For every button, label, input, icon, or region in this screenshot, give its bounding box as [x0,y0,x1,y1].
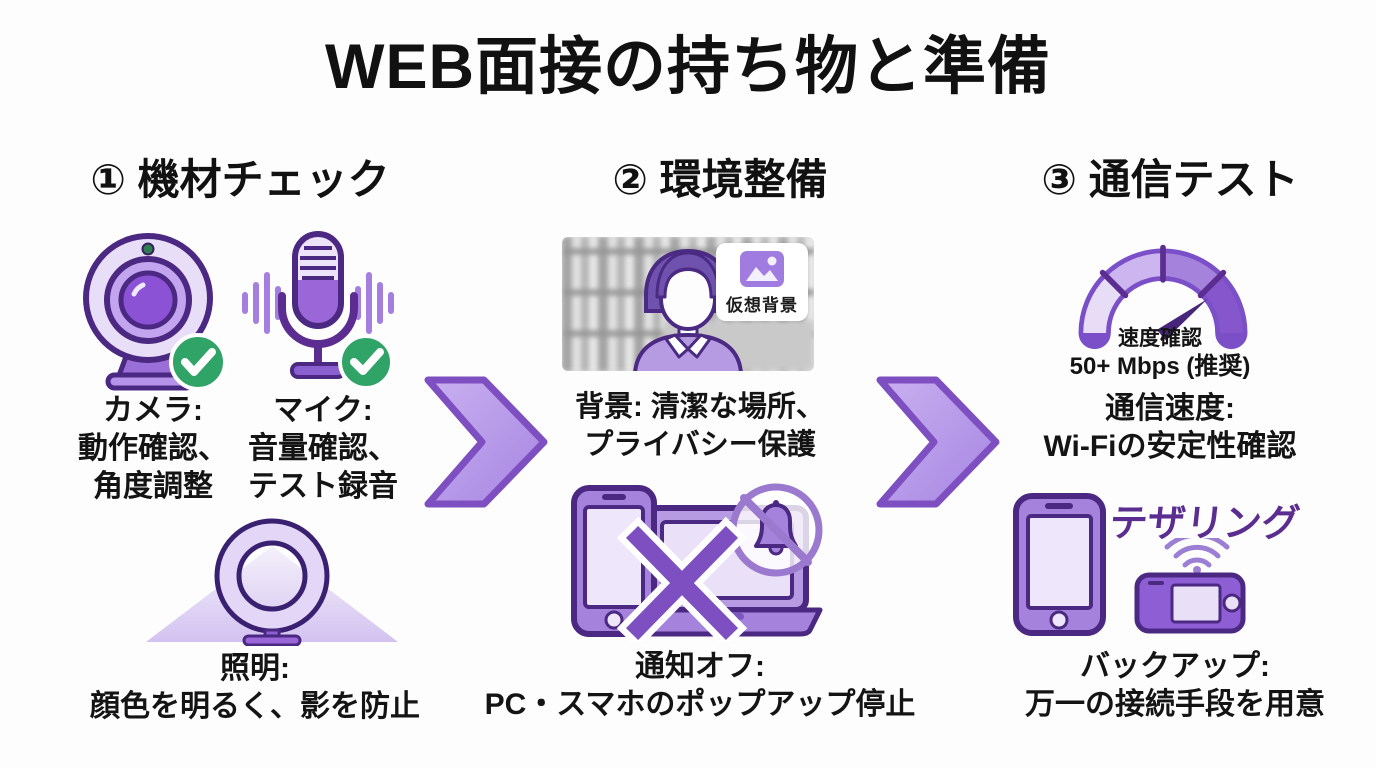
virtual-background-badge-label: 仮想背景 [726,296,798,315]
x-mark-icon [616,516,748,642]
gauge-value: 50+ Mbps (推奨) [1069,353,1251,380]
speed-note-line1: Wi-Fiの安定性確認 [1043,430,1297,463]
bell-slash-icon [729,483,823,577]
background-note-line1: 背景: 清潔な場所、 [575,391,825,423]
smartphone-icon [1013,493,1106,636]
backup-note-line1: 万一の接続手段を用意 [1025,688,1325,721]
camera-note-line2: 角度調整 [93,470,213,503]
notifications-note: 通知オフ: PC・スマホのポップアップ停止 [470,648,930,724]
chevron-right-arrow [424,376,548,508]
virtual-background-preview: 仮想背景 [562,237,814,371]
page-title: WEB面接の持ち物と準備 [325,32,1051,102]
mobile-router-icon [1134,572,1246,634]
light-glow [146,546,398,642]
ring-light-icon [146,518,398,646]
camera-note: カメラ: 動作確認、 角度調整 [48,392,258,506]
virtual-background-badge: 仮想背景 [716,243,808,321]
background-note-line2: プライバシー保護 [584,429,816,461]
sound-wave-bars [242,272,394,334]
wifi-waves-icon [1164,538,1230,574]
gauge-label: 速度確認 [1118,327,1202,350]
backup-note-title: バックアップ: [1080,650,1270,683]
chevron-right-arrow [876,376,1000,508]
lighting-note-title: 照明: [220,652,290,685]
webcam-icon [83,233,227,391]
lighting-note-line1: 顔色を明るく、影を防止 [90,690,420,723]
image-icon [740,251,784,287]
speedometer-icon [1078,244,1248,350]
step2-heading: ② 環境整備 [612,156,828,203]
microphone-icon [242,231,394,390]
lighting-note: 照明: 顔色を明るく、影を防止 [45,650,465,726]
mic-note-title: マイク: [273,394,373,427]
backup-note: バックアップ: 万一の接続手段を用意 [980,648,1370,724]
mic-note-line2: テスト録音 [248,470,398,503]
speed-note-title: 通信速度: [1105,392,1235,425]
step3-heading: ③ 通信テスト [1041,156,1299,203]
mic-note-line1: 音量確認、 [248,432,398,465]
camera-note-title: カメラ: [103,394,203,427]
step1-heading: ① 機材チェック [90,156,390,203]
notifications-note-title: 通知オフ: [635,650,765,683]
notifications-note-line1: PC・スマホのポップアップ停止 [484,688,916,721]
mic-note: マイク: 音量確認、 テスト録音 [228,392,418,506]
background-note: 背景: 清潔な場所、 プライバシー保護 [525,388,875,464]
speed-note: 通信速度: Wi-Fiの安定性確認 [975,390,1365,466]
person-avatar [633,248,743,371]
camera-note-line1: 動作確認、 [78,432,228,465]
notifications-off-devices-icon [571,483,823,642]
gauge-needle [1157,298,1208,341]
